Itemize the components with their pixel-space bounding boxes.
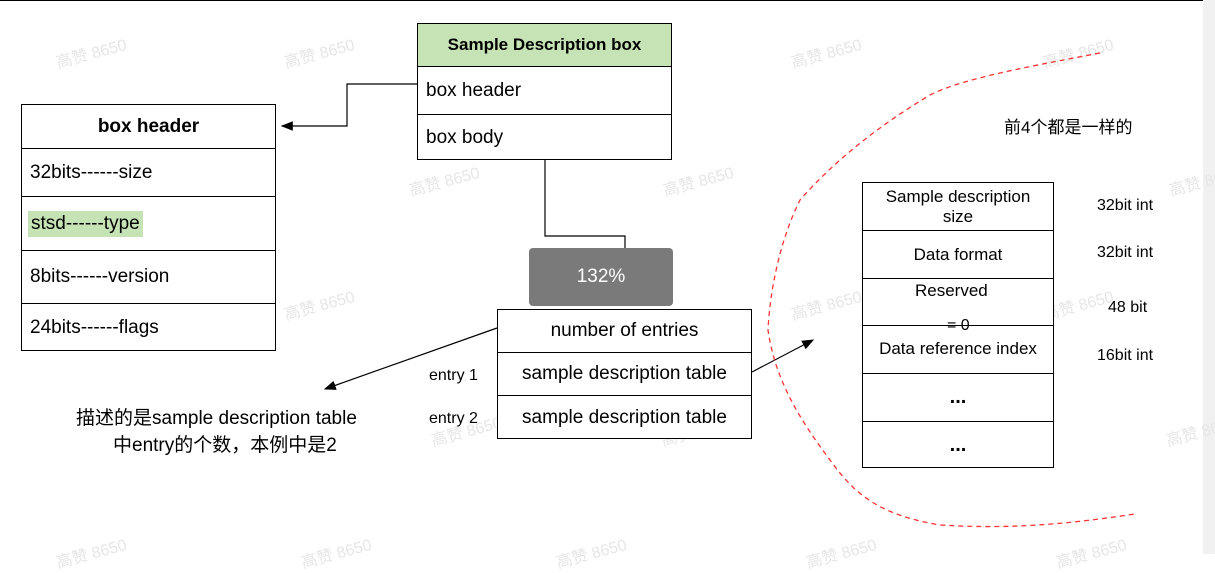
header-connector [280,83,418,131]
entries-row-count-text: number of entries [550,320,699,341]
dashed-boundary [767,52,1136,528]
sdt-row-reserved-text: Reserved [915,281,988,300]
entries-row-entry1: sample description table [498,352,751,395]
box-header-row-flags: 24bits------flags [22,303,275,351]
zoom-badge-text: 132% [576,266,626,287]
sdt-row-format-text: Data format [913,244,1003,264]
same-first-four-note: 前4个都是一样的 [1004,118,1133,137]
type-label-size: 32bit int [1097,197,1154,214]
sdbox-row-header-text: box header [426,79,522,101]
sdbox-row-body-text: box body [426,126,504,148]
box-header-row-type: stsd------type [22,196,275,250]
sdt-row-size: Sample description size [863,183,1053,230]
type-label-reserved: 48 bit [1108,299,1148,316]
note-line-2: 中entry的个数，本例中是2 [113,435,337,456]
note-line-1: 描述的是sample description table [76,408,357,429]
entries-row-entry2: sample description table [498,395,751,439]
box-header-row-size: 32bits------size [22,148,275,196]
sdt-row-ellipsis-2: ... [863,421,1053,468]
connectors [280,52,1136,528]
box-header-title-text: box header [97,115,200,137]
box-header-row-type-text: stsd------type [28,210,143,237]
table-arrow [751,339,815,373]
top-border [0,0,1215,1]
entries-row-count: number of entries [498,310,751,352]
entries-row-entry2-text: sample description table [522,406,727,428]
sdbox-row-header: box header [418,66,671,114]
entries-box: number of entries sample description tab… [497,309,752,439]
entries-arrow [323,327,498,390]
sdt-row-format: Data format [863,230,1053,278]
sample-description-box-title-text: Sample Description box [447,35,642,54]
sample-description-table: Sample description size Data format Rese… [862,182,1054,468]
box-header-row-version: 8bits------version [22,250,275,303]
entries-row-entry1-text: sample description table [522,363,727,384]
sample-description-box-title: Sample Description box [418,24,671,66]
sample-description-box: Sample Description box box header box bo… [417,23,672,160]
box-header-title: box header [22,105,275,148]
scrollbar[interactable] [1203,0,1215,554]
sdt-row-ellipsis-2-text: ... [949,433,967,456]
sdt-row-reference: Data reference index [863,325,1053,373]
sdt-row-size-text: Sample description size [885,186,1031,226]
entry1-label: entry 1 [429,367,478,384]
sdt-row-reference-text: Data reference index [879,339,1037,358]
sdt-row-ellipsis-1-text: ... [949,386,967,408]
entry2-label: entry 2 [429,410,478,427]
type-label-format: 32bit int [1097,244,1154,261]
sdbox-row-body: box body [418,114,671,160]
box-header-row-flags-text: 24bits------flags [30,316,159,338]
box-header-row-version-text: 8bits------version [30,266,170,287]
sdt-row-reserved: Reserved = 0 [863,278,1053,334]
box-header-row-size-text: 32bits------size [30,161,153,183]
type-label-reference: 16bit int [1097,347,1154,364]
sdt-row-ellipsis-1: ... [863,373,1053,421]
box-header-table: box header 32bits------size stsd------ty… [21,104,276,351]
zoom-badge[interactable]: 132% [529,248,673,306]
